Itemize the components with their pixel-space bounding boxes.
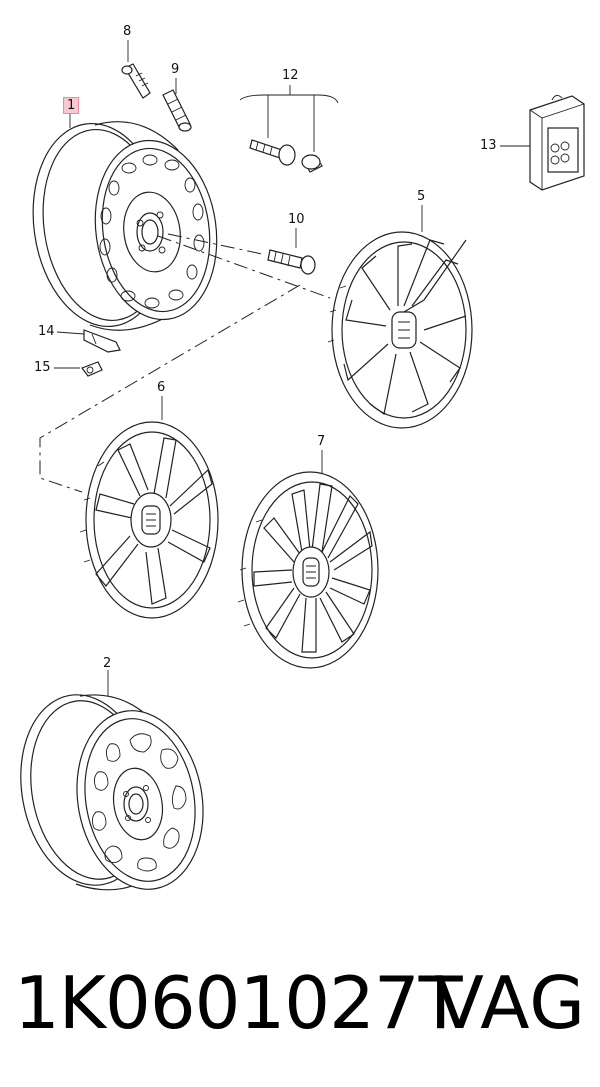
callout-7[interactable]: 7 <box>317 434 326 449</box>
part-number: 1K0601027T <box>14 961 463 1045</box>
steel-wheel-part-2[interactable] <box>6 684 216 899</box>
clip-part-14[interactable] <box>83 329 121 353</box>
callout-9[interactable]: 9 <box>171 62 180 77</box>
callout-10[interactable]: 10 <box>288 212 305 227</box>
footer: 1K0601027T VAG <box>0 958 600 1058</box>
callout-6[interactable]: 6 <box>157 380 166 395</box>
hubcap-part-5[interactable] <box>327 231 473 429</box>
lock-kit-box-part-13[interactable] <box>529 95 585 191</box>
hubcap-part-6[interactable] <box>79 421 219 619</box>
callout-2[interactable]: 2 <box>103 656 112 671</box>
steel-wheel-part-1[interactable] <box>20 115 227 335</box>
clip-part-15[interactable] <box>81 361 103 377</box>
callout-12[interactable]: 12 <box>282 68 299 83</box>
callout-14[interactable]: 14 <box>38 324 55 339</box>
bolt-part-10[interactable] <box>267 249 316 275</box>
valve-part-9[interactable] <box>162 89 192 132</box>
callout-13[interactable]: 13 <box>480 138 497 153</box>
bolt-part-12[interactable] <box>249 139 323 173</box>
callout-5[interactable]: 5 <box>417 189 426 204</box>
hubcap-part-7[interactable] <box>237 471 379 669</box>
callout-8[interactable]: 8 <box>123 24 132 39</box>
valve-part-8[interactable] <box>121 63 151 99</box>
callout-1[interactable]: 1 <box>63 97 80 114</box>
callout-15[interactable]: 15 <box>34 360 51 375</box>
brand-name: VAG <box>434 961 586 1045</box>
parts-diagram: 1 2 5 6 7 8 9 10 12 13 14 15 <box>6 24 585 899</box>
